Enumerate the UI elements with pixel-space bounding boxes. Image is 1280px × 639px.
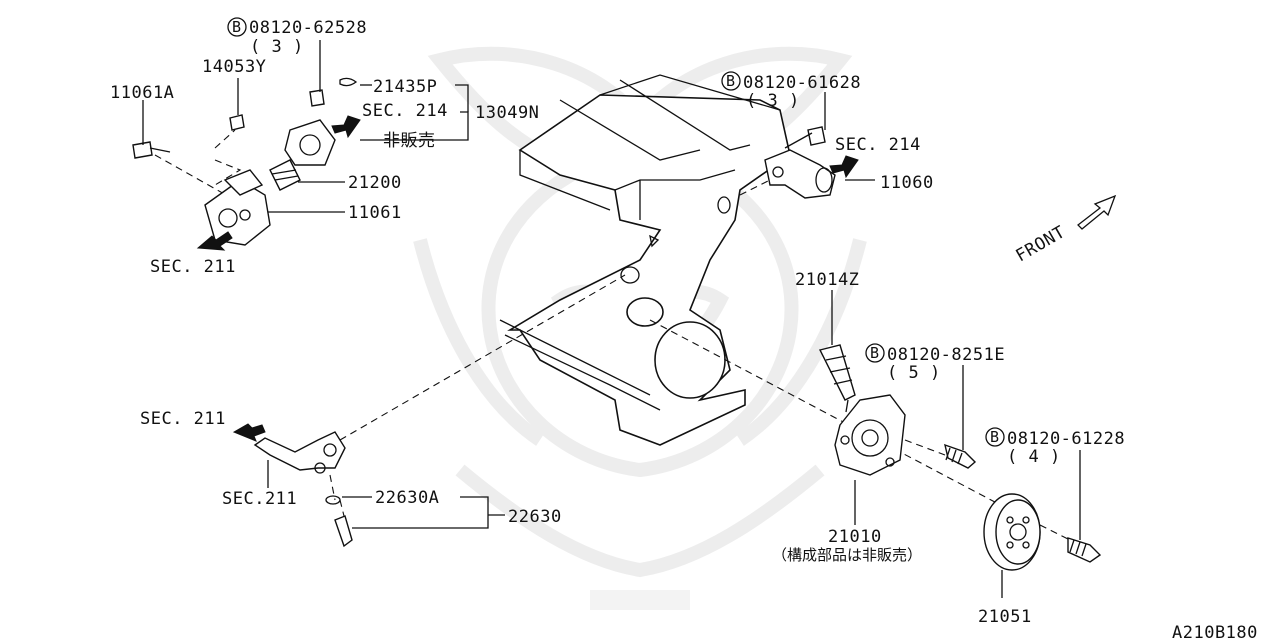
label-22630: 22630 — [508, 507, 562, 527]
pulley-group — [983, 493, 1102, 571]
label-qty-3-b: ( 3 ) — [746, 91, 800, 111]
label-sec214-b: SEC. 214 — [835, 135, 921, 155]
label-08120-8251e: 08120-8251E — [887, 345, 1005, 365]
arrow-sec214-b — [829, 155, 859, 179]
svg-text:B: B — [232, 18, 241, 36]
circled-b-icon-3: B — [865, 343, 885, 363]
label-21435p: 21435P — [373, 77, 437, 97]
label-21051: 21051 — [978, 607, 1032, 627]
arrow-sec214-a — [331, 115, 361, 139]
label-08120-62528: 08120-62528 — [249, 18, 367, 38]
label-08120-61628: 08120-61628 — [743, 73, 861, 93]
label-not-for-sale: 非販売 — [383, 131, 436, 151]
leader-lines — [142, 40, 1081, 598]
label-21200: 21200 — [348, 173, 402, 193]
label-21010-note: （構成部品は非販売） — [772, 546, 922, 564]
circled-b-icon-2: B — [721, 71, 741, 91]
engine-block — [499, 74, 791, 446]
front-arrow — [1077, 194, 1117, 230]
circled-b-icon-1: B — [227, 17, 247, 37]
arrow-sec211-b — [232, 423, 266, 442]
label-sec211-b: SEC. 211 — [140, 409, 226, 429]
water-pump-group — [818, 344, 977, 476]
water-outlet-group — [764, 126, 859, 199]
label-13049n: 13049N — [475, 103, 539, 123]
label-21010: 21010 — [828, 527, 882, 547]
label-front: FRONT — [1013, 222, 1069, 266]
water-pipe-group — [232, 423, 353, 548]
diagram-code: A210B180 — [1172, 623, 1258, 639]
label-sec211-a: SEC. 211 — [150, 257, 236, 277]
label-21014z: 21014Z — [795, 270, 859, 290]
label-qty-5: ( 5 ) — [887, 363, 941, 383]
label-11061: 11061 — [348, 203, 402, 223]
svg-text:B: B — [726, 72, 735, 90]
circled-b-icon-4: B — [985, 427, 1005, 447]
label-qty-3-a: ( 3 ) — [250, 37, 304, 57]
label-sec214-a: SEC. 214 — [362, 101, 448, 121]
label-14053y: 14053Y — [202, 57, 266, 77]
label-22630a: 22630A — [375, 488, 439, 508]
thermostat-housing-group — [132, 77, 361, 251]
label-qty-4: ( 4 ) — [1007, 447, 1061, 467]
label-11060: 11060 — [880, 173, 934, 193]
label-08120-61228: 08120-61228 — [1007, 429, 1125, 449]
label-sec211-c: SEC.211 — [222, 489, 297, 509]
label-11061a: 11061A — [110, 83, 174, 103]
arrow-sec211-a — [196, 231, 233, 251]
svg-text:B: B — [990, 428, 999, 446]
svg-text:B: B — [870, 344, 879, 362]
